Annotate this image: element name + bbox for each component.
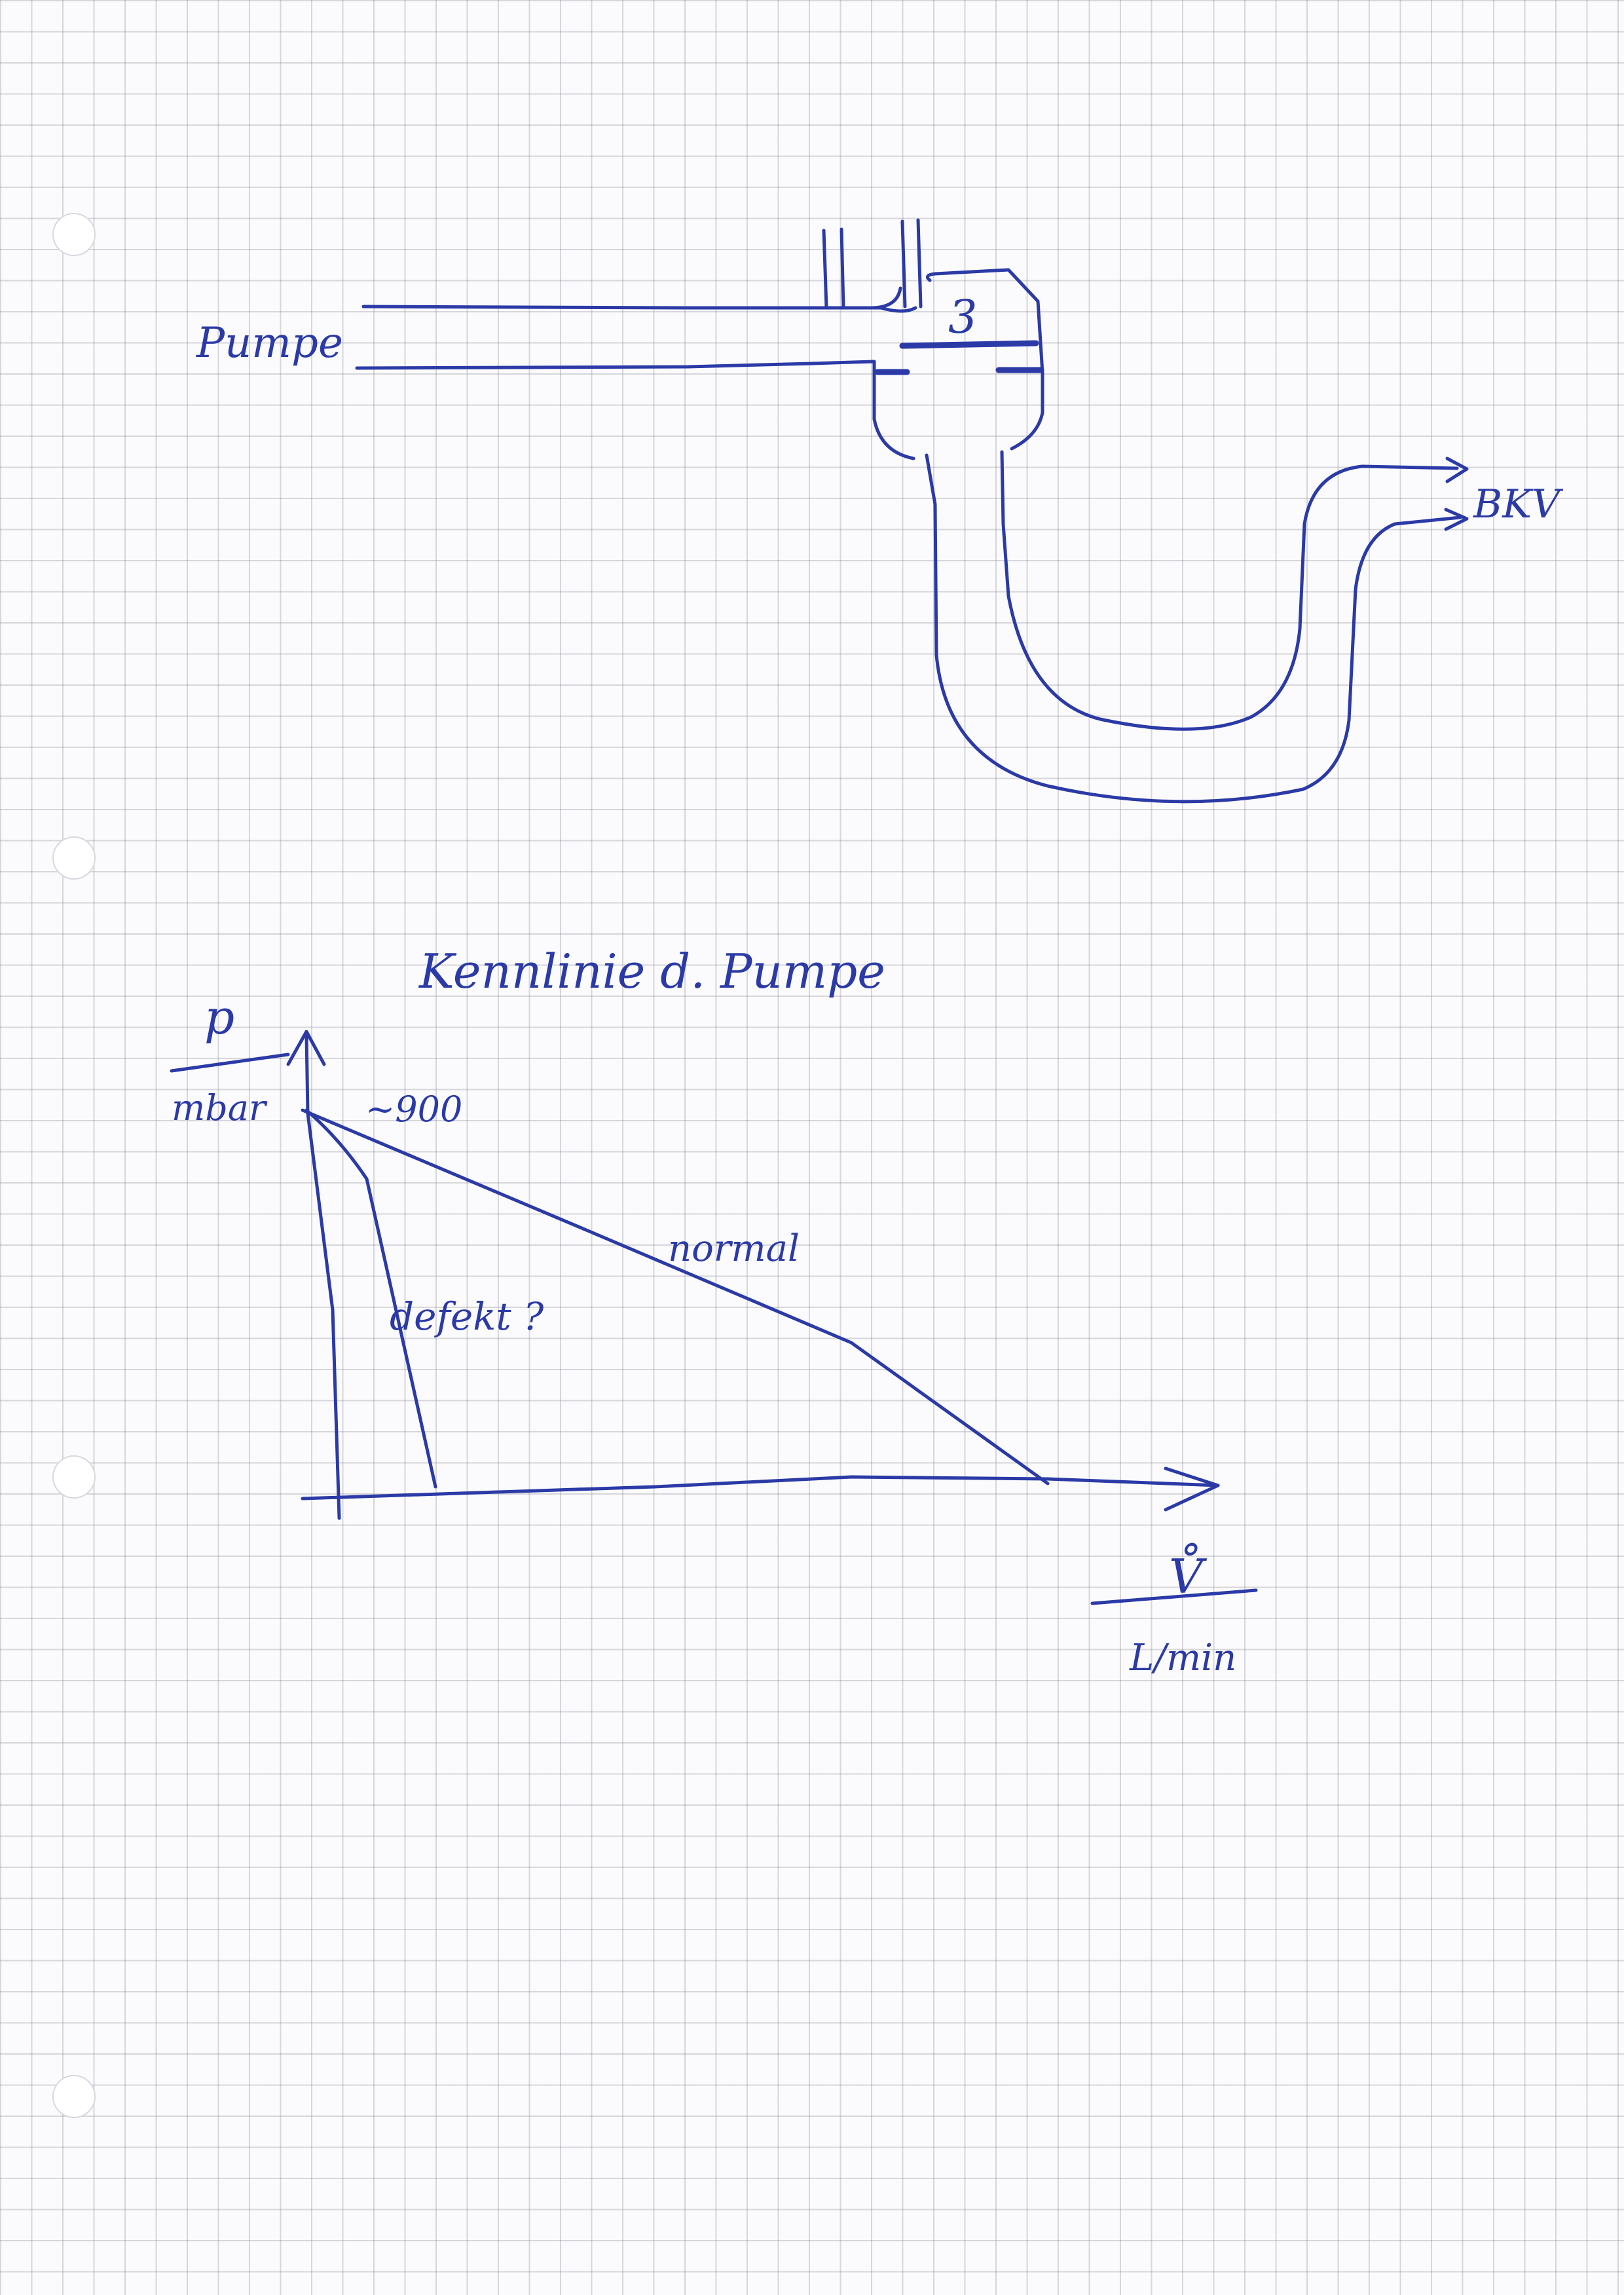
valve-membrane <box>899 340 1039 349</box>
hose-arrow-upper <box>1445 457 1469 483</box>
y-axis-label: p <box>204 990 234 1045</box>
y-axis-marker: ~900 <box>365 1089 462 1130</box>
hose-outer <box>925 453 1462 804</box>
curve-normal-label: normal <box>668 1227 800 1270</box>
punch-hole-4 <box>52 2075 96 2118</box>
x-axis-arrowhead <box>1164 1466 1220 1512</box>
x-axis-unit: L/min <box>1129 1637 1236 1679</box>
valve-housing <box>925 268 1044 451</box>
pump-pipe-upper <box>361 305 883 310</box>
hose-arrow-lower <box>1444 508 1469 531</box>
y-label-fraction-bar <box>170 1053 290 1073</box>
graph-title: Kennlinie d. Pumpe <box>418 944 885 999</box>
punch-hole-2 <box>52 836 96 880</box>
punch-hole-3 <box>52 1455 96 1499</box>
y-axis <box>304 1033 341 1520</box>
punch-hole-1 <box>52 213 96 256</box>
pump-label: Pumpe <box>196 319 343 367</box>
pipe-clamp <box>822 218 923 310</box>
curve-defect <box>304 1108 437 1489</box>
curve-normal <box>301 1108 1050 1485</box>
y-axis-arrowhead <box>286 1030 326 1066</box>
x-axis <box>301 1475 1220 1501</box>
valve-label: 3 <box>948 290 978 344</box>
pump-characteristic-graph: Kennlinie d. Pumpe p mbar V̊ L/min ~900 … <box>170 944 1258 1679</box>
curve-defect-label: defekt ? <box>390 1294 544 1339</box>
valve-housing-left <box>872 306 917 460</box>
hose-inner <box>1000 450 1459 731</box>
pump-hose-sketch: 3 Pumpe BKV <box>196 218 1564 804</box>
x-label-fraction-bar <box>1090 1588 1258 1605</box>
pump-pipe-lower <box>355 360 876 370</box>
pipe-clamp-curve <box>869 286 902 310</box>
bkv-label: BKV <box>1473 481 1564 527</box>
y-axis-unit: mbar <box>172 1087 268 1129</box>
